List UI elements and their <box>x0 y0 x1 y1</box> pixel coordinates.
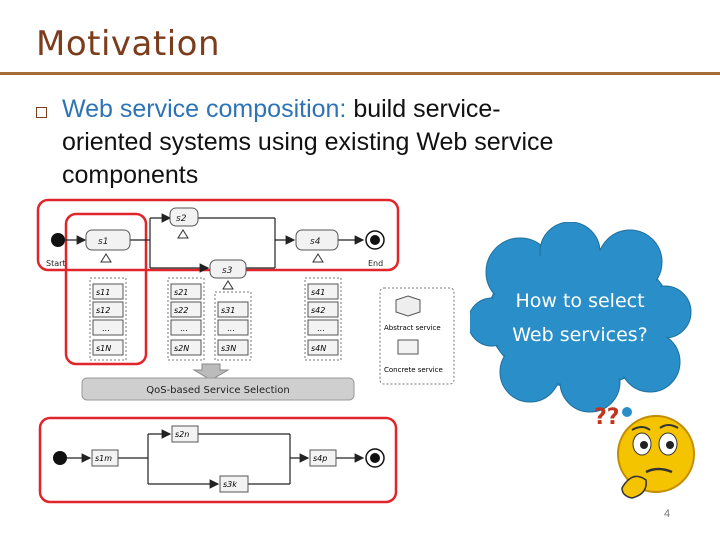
bullet-line3: components <box>62 161 199 189</box>
service-s4p-node <box>309 449 337 467</box>
svg-text:s3k: s3k <box>223 480 237 489</box>
service-s2-label: s2 <box>176 214 187 224</box>
svg-text:s2n: s2n <box>175 430 189 439</box>
service-s3-node <box>209 259 247 279</box>
service-s1-node <box>85 229 131 251</box>
bullet-rest-line1: build service- <box>346 95 501 123</box>
service-s4-label: s4 <box>310 237 321 247</box>
svg-text:s22: s22 <box>174 306 188 315</box>
callout-line2: Web services? <box>512 324 648 346</box>
svg-text:...: ... <box>317 324 325 333</box>
candidate-s11: s11 <box>96 288 110 297</box>
svg-text:s42: s42 <box>311 306 325 315</box>
bullet-term: Web service composition: <box>62 95 347 123</box>
bullet-line2: oriented systems using existing Web serv… <box>62 128 554 156</box>
callout-text: How to select Web services? <box>490 284 670 352</box>
svg-text:...: ... <box>102 324 110 333</box>
qos-selection-bar <box>81 377 355 401</box>
concrete-workflow-frame <box>38 416 398 504</box>
svg-text:s41: s41 <box>311 288 325 297</box>
svg-text:s21: s21 <box>174 288 188 297</box>
svg-text:s4p: s4p <box>313 454 327 463</box>
end-label: End <box>368 259 383 268</box>
service-s4-node <box>295 229 339 251</box>
qos-selection-label: QoS-based Service Selection <box>146 385 290 396</box>
bullet-marker <box>36 107 47 118</box>
service-s1-label: s1 <box>98 237 108 247</box>
selection-arrow <box>192 363 230 381</box>
svg-text:s1m: s1m <box>95 454 112 463</box>
start-node <box>51 233 65 247</box>
start-label: Start <box>46 259 66 268</box>
page-number: 4 <box>664 508 671 520</box>
composition-figure: Start End s1 s2 s3 s4 s11 s12 ... s1N s2… <box>36 198 455 504</box>
title-rule <box>0 72 720 75</box>
legend-abstract-label: Abstract service <box>384 324 441 332</box>
question-marks: ?? <box>594 405 620 430</box>
abstract-service-icon <box>395 295 421 317</box>
svg-text:s2N: s2N <box>174 344 189 353</box>
candidate-s1N: s1N <box>96 344 111 353</box>
callout-line1: How to select <box>515 290 645 312</box>
legend-concrete-label: Concrete service <box>384 366 443 374</box>
service-s3-label: s3 <box>222 266 233 276</box>
bullet-text: Web service composition: build service- … <box>62 93 672 192</box>
svg-text:...: ... <box>227 324 235 333</box>
svg-text:s4N: s4N <box>311 344 326 353</box>
service-s1m-node <box>91 449 119 467</box>
svg-text:s3N: s3N <box>221 344 236 353</box>
concrete-service-icon <box>397 339 419 355</box>
slide-title: Motivation <box>36 24 220 64</box>
service-s3k-node <box>219 475 249 493</box>
svg-text:...: ... <box>180 324 188 333</box>
service-s2n-node <box>171 425 199 443</box>
thinking-smiley-icon: ?? <box>594 405 695 499</box>
candidate-s12: s12 <box>96 306 110 315</box>
svg-text:s31: s31 <box>221 306 235 315</box>
service-s2-node <box>169 207 199 227</box>
thought-cloud <box>470 222 692 417</box>
candidate-highlight-frame <box>64 212 148 366</box>
